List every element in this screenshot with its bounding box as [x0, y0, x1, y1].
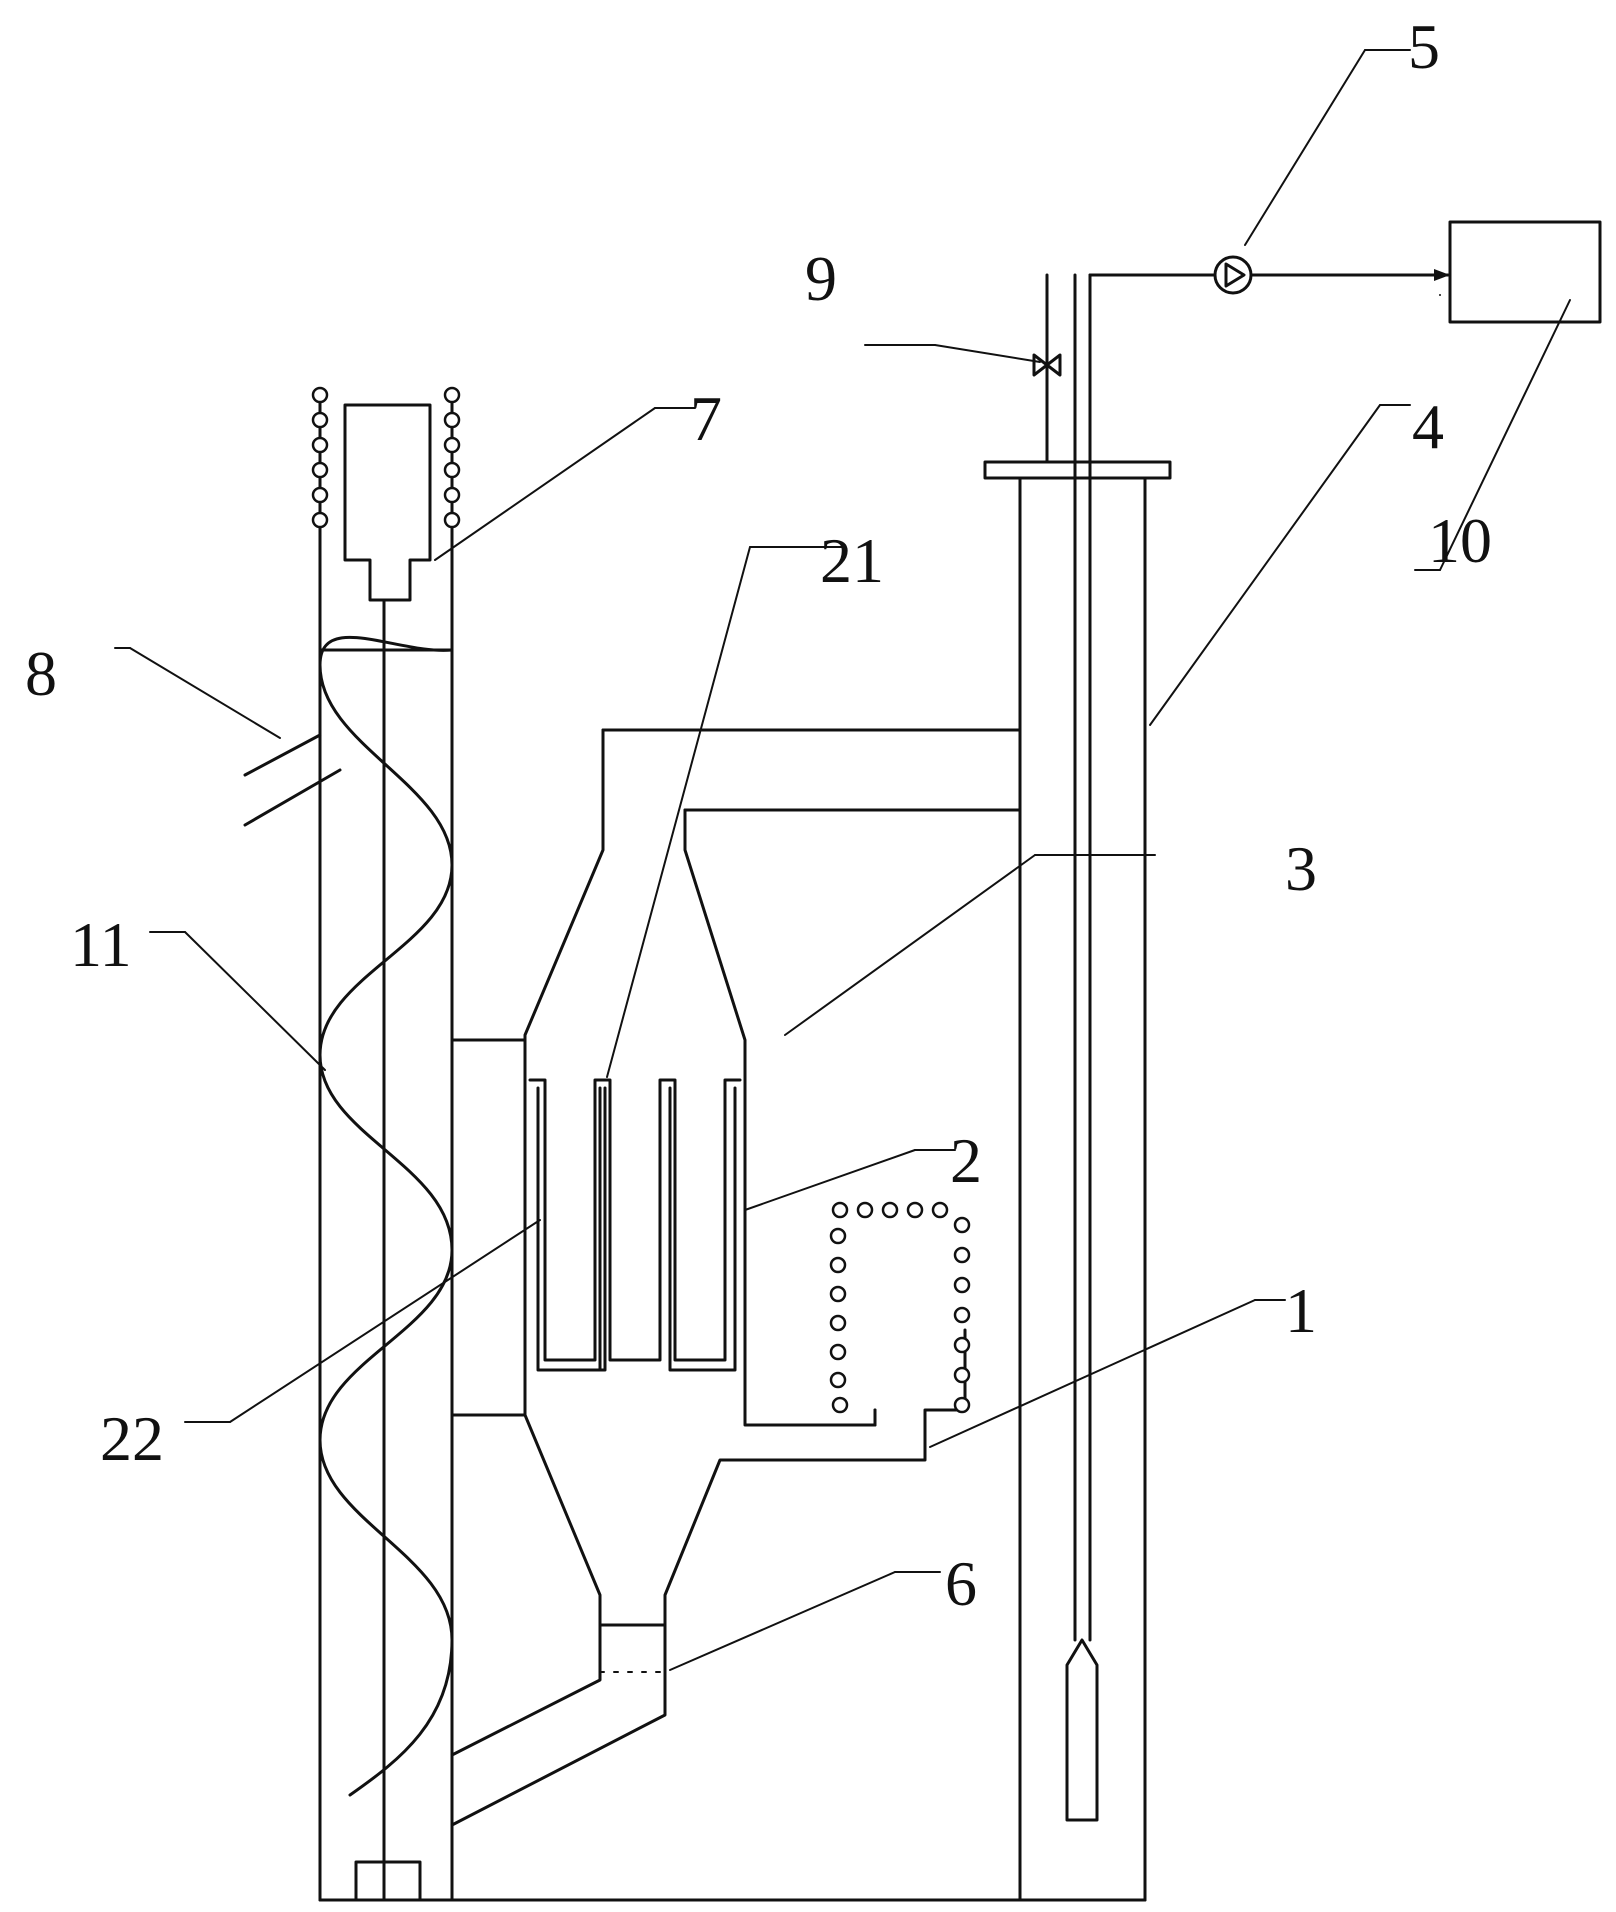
- label-2: 2: [950, 1125, 982, 1196]
- motor-assembly: [318, 398, 454, 602]
- pump-line: [1088, 220, 1602, 324]
- screw-helix: [318, 635, 454, 1797]
- heater-coil-top: [311, 386, 461, 529]
- label-4: 4: [1412, 391, 1444, 462]
- label-1: 1: [1285, 1275, 1317, 1346]
- label-3: 3: [1285, 833, 1317, 904]
- label-8: 8: [25, 638, 57, 709]
- screw-conveyor: [243, 418, 454, 1902]
- leader-lines: [114, 49, 1571, 1671]
- u-tube-exchanger: [528, 1078, 742, 1372]
- label-22: 22: [100, 1403, 164, 1474]
- label-9: 9: [805, 243, 837, 314]
- label-10: 10: [1428, 505, 1492, 576]
- label-6: 6: [945, 1548, 977, 1619]
- heater-coil-lower: [829, 1201, 971, 1414]
- label-5: 5: [1408, 11, 1440, 82]
- label-7: 7: [690, 383, 722, 454]
- label-11: 11: [70, 909, 132, 980]
- collection-vessel: [983, 273, 1172, 1902]
- label-21: 21: [820, 525, 884, 596]
